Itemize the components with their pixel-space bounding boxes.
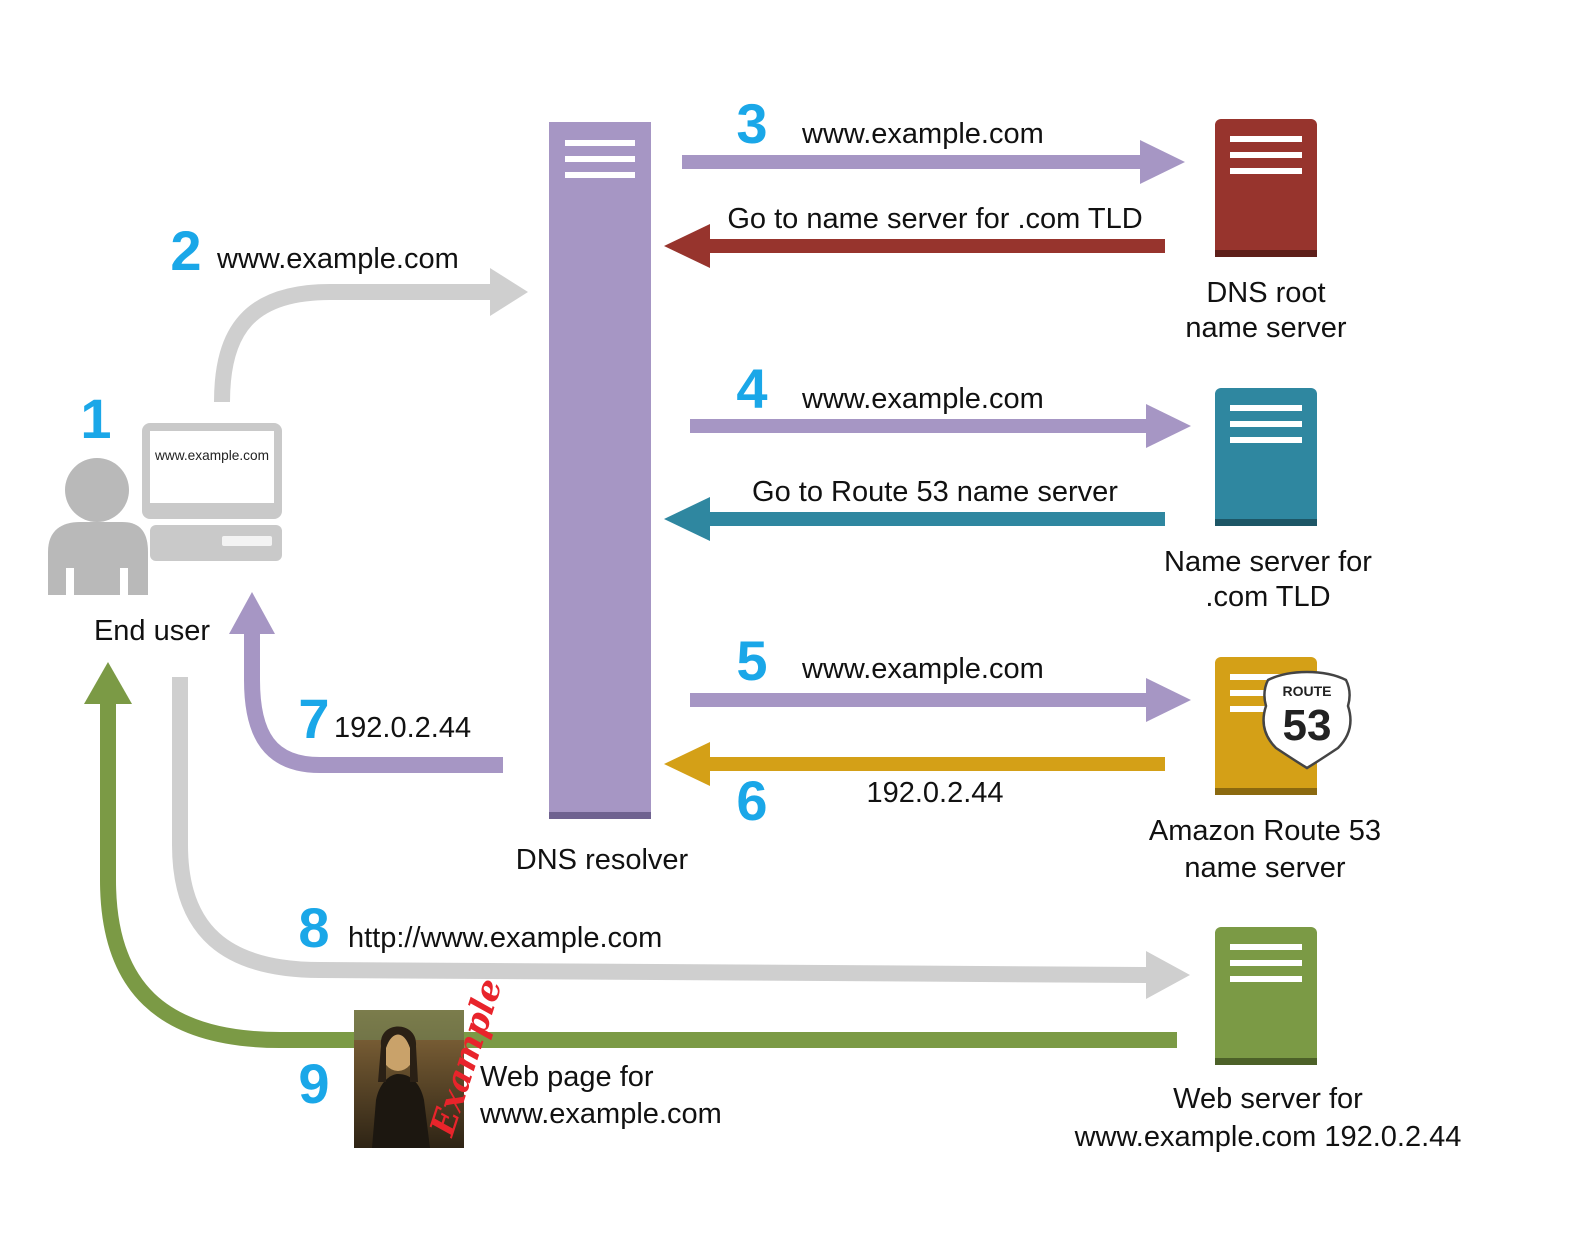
- step-4-reply: Go to Route 53 name server: [752, 476, 1118, 508]
- end-user-node: www.example.com End user: [48, 423, 282, 647]
- step-8-text: http://www.example.com: [348, 922, 662, 954]
- arrow-step-2: [214, 268, 528, 403]
- server-tower-icon: [549, 122, 651, 819]
- route53-label-line1: Amazon Route 53: [1149, 815, 1381, 847]
- web-server-node: Web server for www.example.com 192.0.2.4…: [1074, 927, 1462, 1153]
- arrow-step-5-request: [690, 678, 1191, 722]
- route53-badge-top: ROUTE: [1283, 683, 1332, 699]
- arrow-step-4-request: [690, 404, 1191, 448]
- web-server-label-line1: Web server for: [1173, 1083, 1363, 1115]
- route53-badge-number: 53: [1283, 701, 1332, 750]
- screen-text: www.example.com: [154, 447, 269, 463]
- step-number-9: 9: [298, 1052, 329, 1115]
- step-number-1: 1: [80, 387, 111, 450]
- arrow-step-3-request: [682, 140, 1185, 184]
- web-server-label-line2: www.example.com 192.0.2.44: [1074, 1121, 1462, 1153]
- end-user-label: End user: [94, 615, 210, 647]
- step-number-2: 2: [170, 219, 201, 282]
- dns-resolver-label: DNS resolver: [516, 844, 689, 876]
- arrow-step-7: [229, 592, 503, 773]
- server-icon: [1215, 927, 1317, 1065]
- server-icon: [1215, 388, 1317, 526]
- step-number-4: 4: [736, 357, 767, 420]
- step-3-text: www.example.com: [801, 118, 1044, 150]
- step-number-3: 3: [736, 92, 767, 155]
- dns-root-label-line1: DNS root: [1206, 277, 1325, 309]
- route53-shield-icon: ROUTE 53: [1262, 670, 1352, 770]
- step-7-text: 192.0.2.44: [334, 712, 471, 744]
- step-number-7: 7: [298, 687, 329, 750]
- step-number-6: 6: [736, 769, 767, 832]
- arrow-step-8: [172, 677, 1190, 999]
- user-computer-icon: www.example.com: [48, 423, 282, 595]
- dns-root-label-line2: name server: [1185, 312, 1347, 344]
- arrow-step-3-reply: [664, 224, 1165, 268]
- step-4-text: www.example.com: [801, 383, 1044, 415]
- tld-node: Name server for .com TLD: [1164, 388, 1372, 613]
- arrow-step-9: [84, 662, 1177, 1048]
- arrow-step-6-reply: [664, 742, 1165, 786]
- step-number-5: 5: [736, 629, 767, 692]
- step-2-text: www.example.com: [216, 243, 459, 275]
- step-number-8: 8: [298, 896, 329, 959]
- step-3-reply: Go to name server for .com TLD: [727, 203, 1142, 235]
- arrow-step-4-reply: [664, 497, 1165, 541]
- tld-label-line2: .com TLD: [1205, 581, 1330, 613]
- step-9-text-line1: Web page for: [480, 1061, 654, 1093]
- server-icon: [1215, 119, 1317, 257]
- step-5-text: www.example.com: [801, 653, 1044, 685]
- step-6-text: 192.0.2.44: [866, 777, 1003, 809]
- route53-node: ROUTE 53 Amazon Route 53 name server: [1149, 657, 1381, 884]
- tld-label-line1: Name server for: [1164, 546, 1372, 578]
- step-9-text-line2: www.example.com: [479, 1098, 722, 1130]
- route53-label-line2: name server: [1184, 852, 1346, 884]
- dns-resolver-node: DNS resolver: [516, 122, 689, 876]
- dns-root-node: DNS root name server: [1185, 119, 1347, 344]
